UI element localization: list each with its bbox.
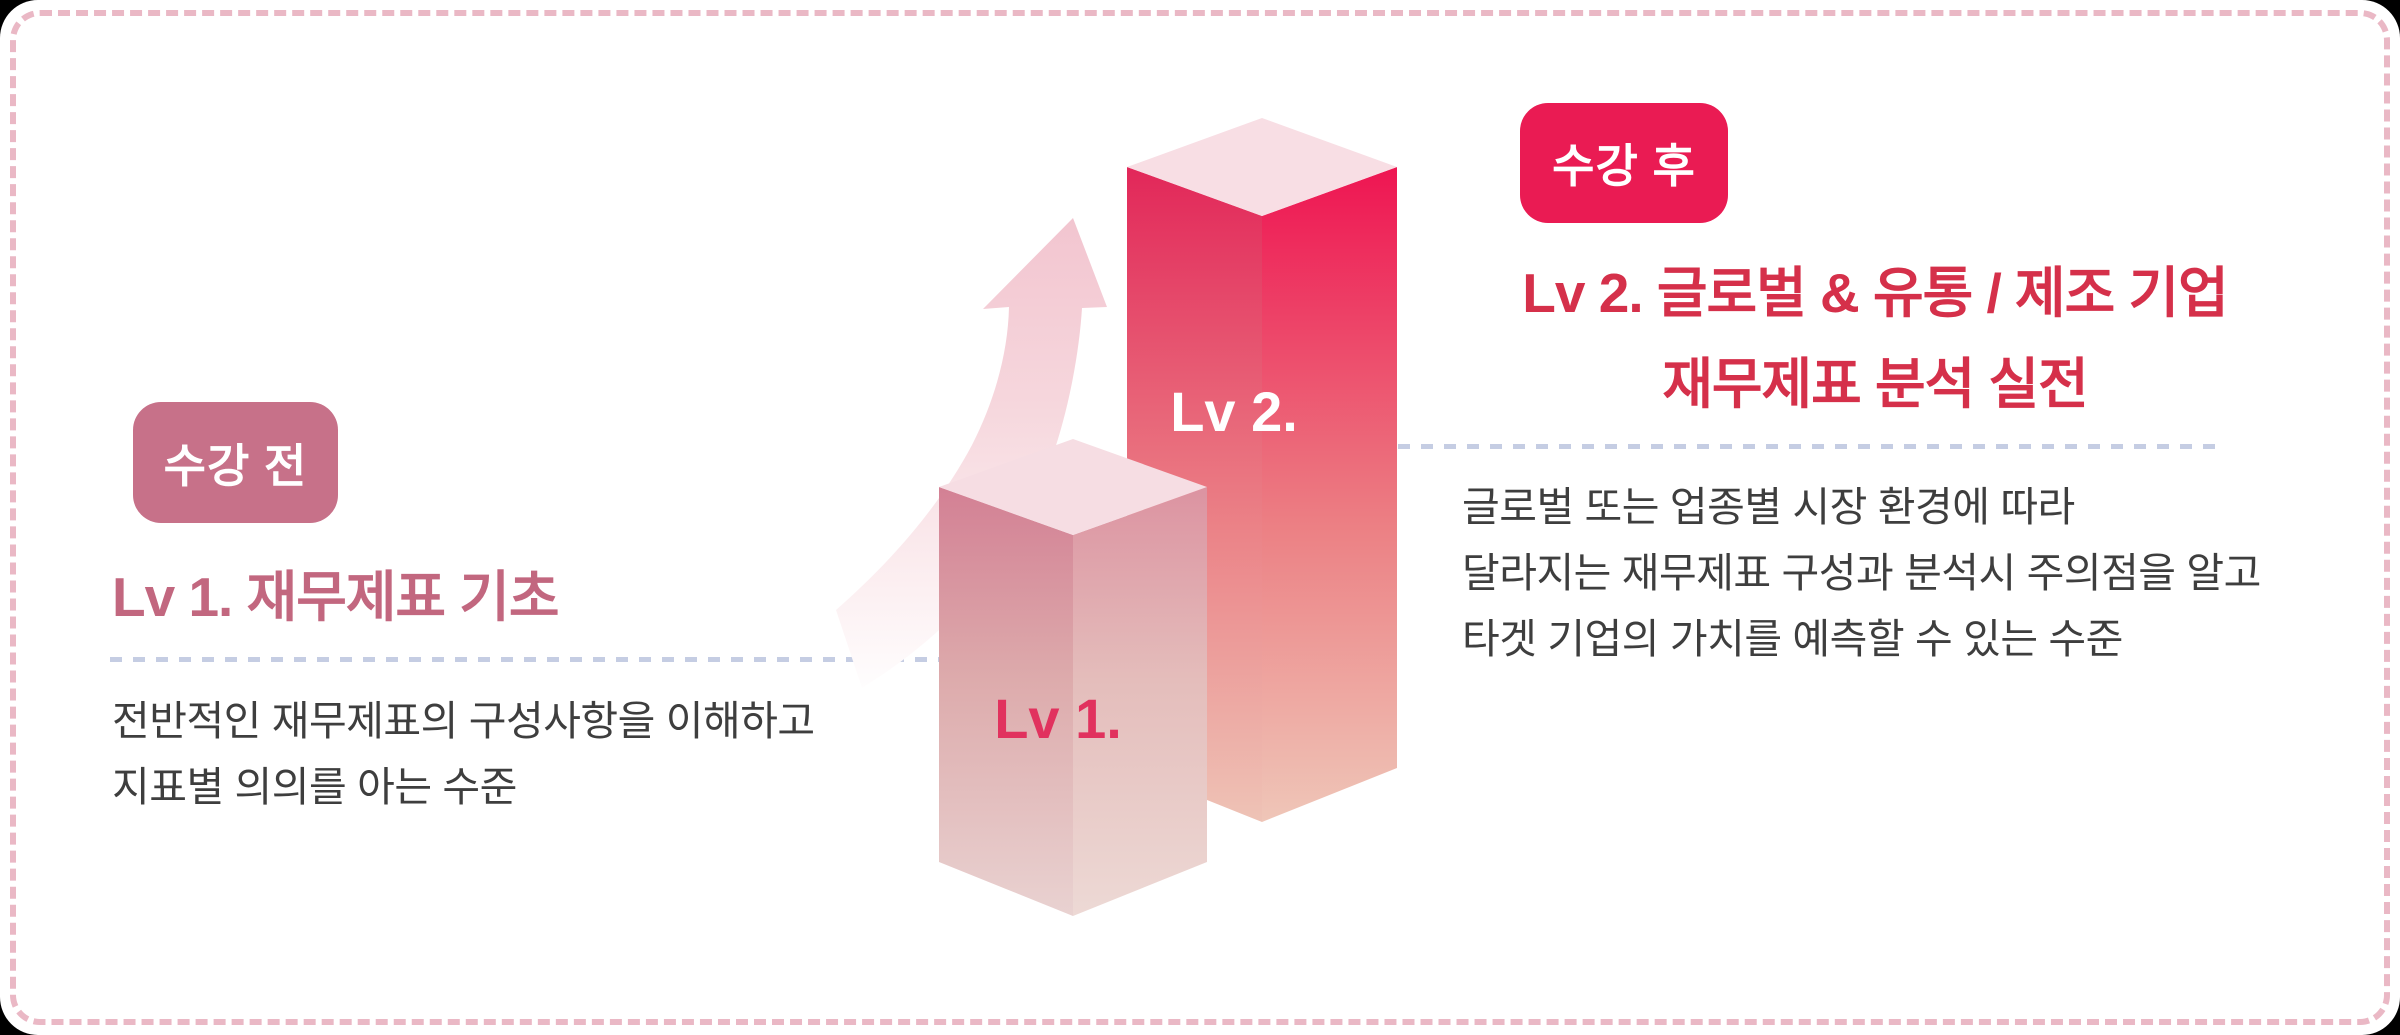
level-bars-illustration: Lv 2. Lv 1. (836, 118, 1397, 916)
bar-lv1-label: Lv 1. (994, 687, 1122, 750)
after-title-line2: 재무제표 분석 실전 (1662, 353, 2088, 415)
before-description-line2: 지표별 의의를 아는 수준 (112, 764, 517, 810)
before-description: 전반적인 재무제표의 구성사항을 이해하고 지표별 의의를 아는 수준 (112, 688, 815, 820)
after-description: 글로벌 또는 업종별 시장 환경에 따라 달라지는 재무제표 구성과 분석시 주… (1462, 474, 2261, 672)
after-title-line1: Lv 2. 글로벌 & 유통 / 제조 기업 (1522, 262, 2228, 324)
before-description-line1: 전반적인 재무제표의 구성사항을 이해하고 (112, 698, 815, 744)
after-badge: 수강 후 (1520, 103, 1728, 223)
after-description-line3: 타겟 기업의 가치를 예측할 수 있는 수준 (1462, 616, 2123, 662)
after-title: Lv 2. 글로벌 & 유통 / 제조 기업 재무제표 분석 실전 (1480, 248, 2270, 430)
after-description-line1: 글로벌 또는 업종별 시장 환경에 따라 (1462, 484, 2075, 530)
before-badge-label: 수강 전 (163, 439, 308, 492)
before-divider (110, 657, 939, 662)
bar-lv2-label: Lv 2. (1170, 380, 1298, 443)
before-title: Lv 1. 재무제표 기초 (112, 566, 559, 628)
after-divider (1398, 444, 2225, 449)
growth-up-arrow-icon (836, 218, 1107, 688)
after-description-line2: 달라지는 재무제표 구성과 분석시 주의점을 알고 (1462, 550, 2261, 596)
bar-lv1: Lv 1. (939, 439, 1207, 916)
before-badge: 수강 전 (133, 402, 338, 523)
after-badge-label: 수강 후 (1552, 140, 1696, 192)
